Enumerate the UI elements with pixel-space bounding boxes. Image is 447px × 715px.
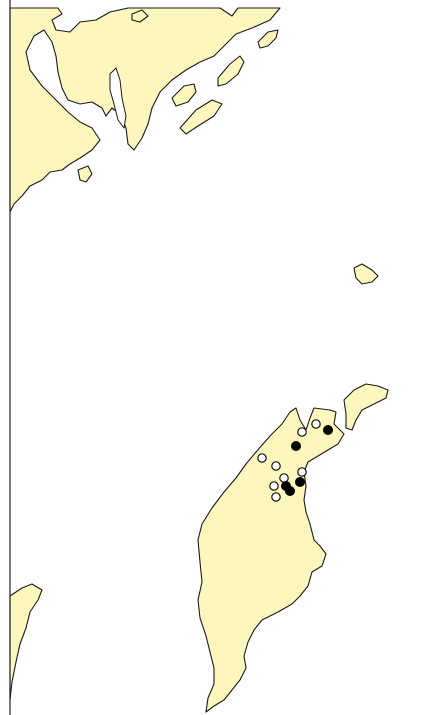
- open-circle-marker[interactable]: [257, 453, 267, 463]
- observation-markers: [257, 419, 333, 502]
- island-north-3: [171, 83, 197, 107]
- main-island: [197, 407, 345, 713]
- open-circle-marker[interactable]: [297, 427, 307, 437]
- island-northeast: [343, 383, 389, 431]
- filled-circle-marker[interactable]: [291, 441, 301, 451]
- open-circle-marker[interactable]: [271, 461, 281, 471]
- filled-circle-marker[interactable]: [323, 425, 333, 435]
- coast-bottom-left: [9, 583, 43, 701]
- mainland-landmass: [9, 7, 281, 213]
- island-north-5: [77, 165, 93, 183]
- open-circle-marker[interactable]: [269, 481, 279, 491]
- open-circle-marker[interactable]: [311, 419, 321, 429]
- open-circle-marker[interactable]: [279, 473, 289, 483]
- island-north-4: [179, 99, 223, 135]
- island-north-1: [257, 29, 279, 49]
- mainland-inlet: [109, 67, 127, 129]
- open-circle-marker[interactable]: [271, 492, 281, 502]
- filled-circle-marker[interactable]: [295, 477, 305, 487]
- filled-circle-marker[interactable]: [285, 486, 295, 496]
- island-north-2: [217, 55, 245, 87]
- island-mid-sea: [353, 263, 379, 285]
- open-circle-marker[interactable]: [297, 467, 307, 477]
- island-north-6: [131, 9, 149, 23]
